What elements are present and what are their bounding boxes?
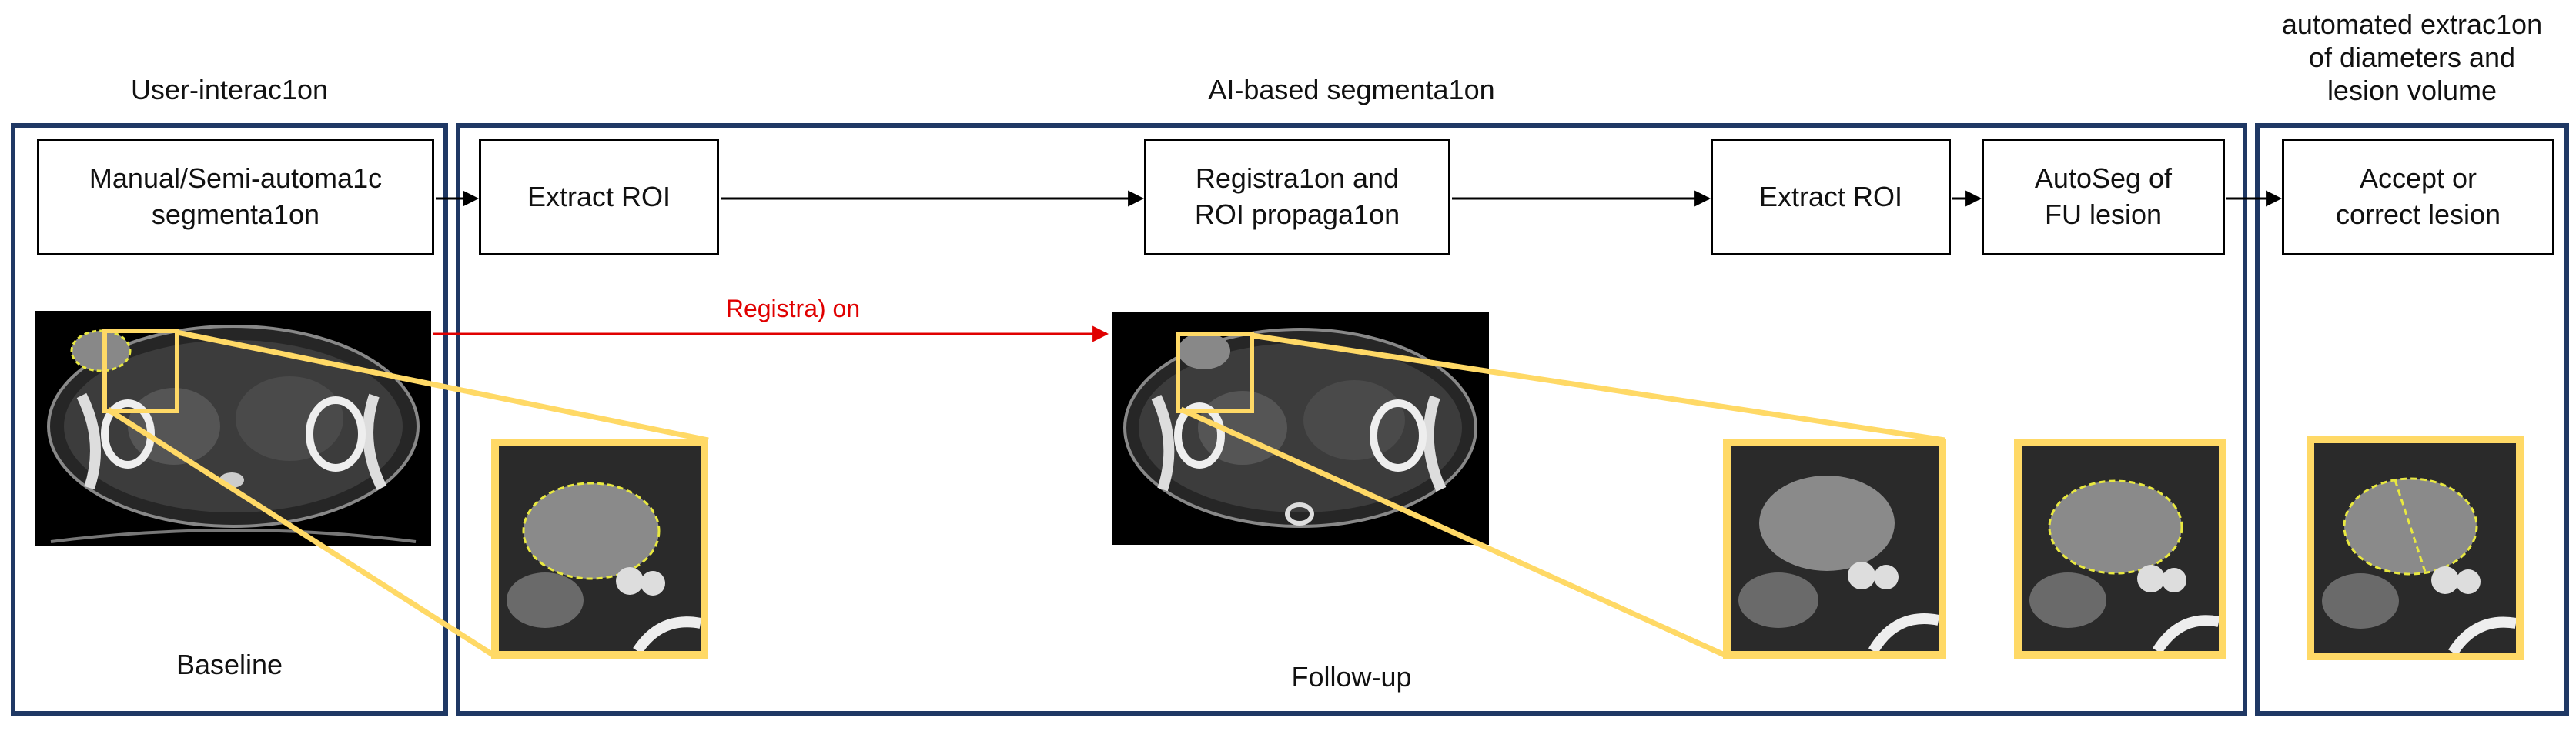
baseline-ct-slice bbox=[35, 311, 431, 546]
extract-roi-step-1: Extract ROI bbox=[479, 139, 719, 255]
final-roi-zoom bbox=[2307, 436, 2524, 660]
automated-extraction-header: automated extrac1on of diameters and les… bbox=[2281, 8, 2543, 107]
baseline-roi-box bbox=[102, 329, 179, 413]
accept-correct-step: Accept or correct lesion bbox=[2282, 139, 2554, 255]
extract-roi-step-2: Extract ROI bbox=[1711, 139, 1951, 255]
baseline-label: Baseline bbox=[176, 649, 283, 680]
manual-segmentation-step: Manual/Semi-automa1c segmenta1on bbox=[37, 139, 434, 255]
followup-label: Follow-up bbox=[1291, 661, 1412, 693]
autoseg-roi-zoom bbox=[2014, 439, 2226, 659]
baseline-roi-zoom bbox=[491, 439, 708, 659]
automated-extraction-panel bbox=[2255, 123, 2569, 716]
registration-step: Registra1on and ROI propaga1on bbox=[1144, 139, 1450, 255]
user-interaction-panel bbox=[11, 123, 448, 716]
followup-ct-slice bbox=[1112, 312, 1489, 545]
registration-label: Registra) on bbox=[725, 295, 861, 322]
user-interaction-header: User-interac1on bbox=[130, 74, 329, 105]
ai-segmentation-panel bbox=[456, 123, 2247, 716]
ai-segmentation-header: AI-based segmenta1on bbox=[1208, 74, 1495, 105]
followup-roi-box bbox=[1176, 332, 1254, 413]
followup-roi-zoom bbox=[1723, 439, 1946, 659]
autoseg-step: AutoSeg of FU lesion bbox=[1982, 139, 2225, 255]
